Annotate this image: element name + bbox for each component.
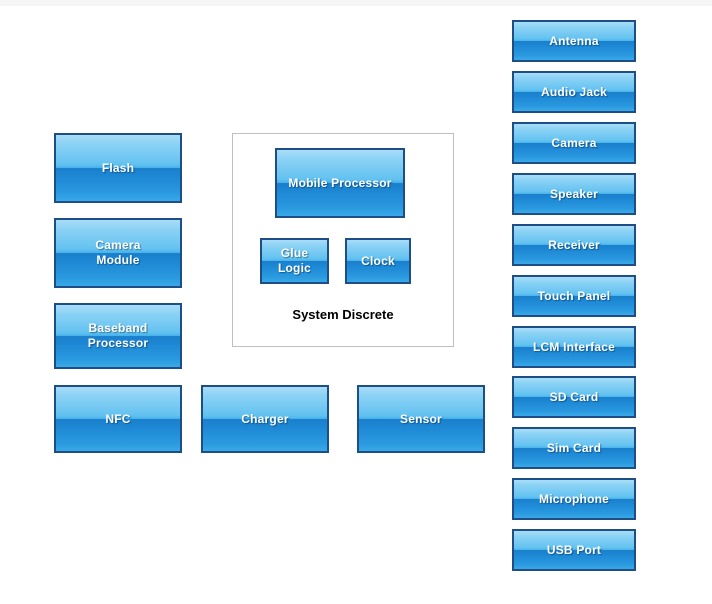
block-label: Baseband Processor: [87, 321, 149, 350]
block-label: Audio Jack: [540, 84, 608, 99]
block-speaker[interactable]: Speaker: [512, 173, 636, 215]
block-label: Speaker: [549, 186, 599, 201]
block-flash[interactable]: Flash: [54, 133, 182, 203]
block-label: Charger: [241, 411, 289, 426]
block-label: Clock: [361, 253, 395, 268]
block-audio-jack[interactable]: Audio Jack: [512, 71, 636, 113]
block-baseband-processor[interactable]: Baseband Processor: [54, 303, 182, 369]
block-nfc[interactable]: NFC: [54, 385, 182, 453]
block-label: Sensor: [400, 411, 442, 426]
block-label: SD Card: [549, 389, 599, 404]
block-label: Mobile Processor: [288, 175, 392, 190]
block-microphone[interactable]: Microphone: [512, 478, 636, 520]
block-label: Receiver: [548, 237, 600, 252]
block-label: USB Port: [546, 542, 602, 557]
block-camera[interactable]: Camera: [512, 122, 636, 164]
system-discrete-panel: System Discrete: [232, 133, 454, 347]
block-label: Microphone: [539, 491, 609, 506]
block-lcm-interface[interactable]: LCM Interface: [512, 326, 636, 368]
block-clock[interactable]: Clock: [345, 238, 411, 284]
block-label: Antenna: [549, 33, 599, 48]
block-label: Camera Module: [95, 238, 141, 267]
block-charger[interactable]: Charger: [201, 385, 329, 453]
block-sim-card[interactable]: Sim Card: [512, 427, 636, 469]
block-label: Glue Logic: [278, 246, 311, 275]
system-discrete-caption: System Discrete: [292, 307, 394, 322]
block-mobile-processor[interactable]: Mobile Processor: [275, 148, 405, 218]
block-glue-logic[interactable]: Glue Logic: [260, 238, 329, 284]
block-camera-module[interactable]: Camera Module: [54, 218, 182, 288]
block-label: Sim Card: [546, 440, 602, 455]
block-label: LCM Interface: [533, 339, 615, 354]
block-label: Camera: [551, 135, 597, 150]
block-antenna[interactable]: Antenna: [512, 20, 636, 62]
block-sd-card[interactable]: SD Card: [512, 376, 636, 418]
block-touch-panel[interactable]: Touch Panel: [512, 275, 636, 317]
block-label: NFC: [105, 411, 131, 426]
block-label: Touch Panel: [537, 288, 611, 303]
block-sensor[interactable]: Sensor: [357, 385, 485, 453]
block-receiver[interactable]: Receiver: [512, 224, 636, 266]
block-usb-port[interactable]: USB Port: [512, 529, 636, 571]
block-label: Flash: [101, 160, 135, 175]
top-gray-strip: [0, 0, 712, 6]
